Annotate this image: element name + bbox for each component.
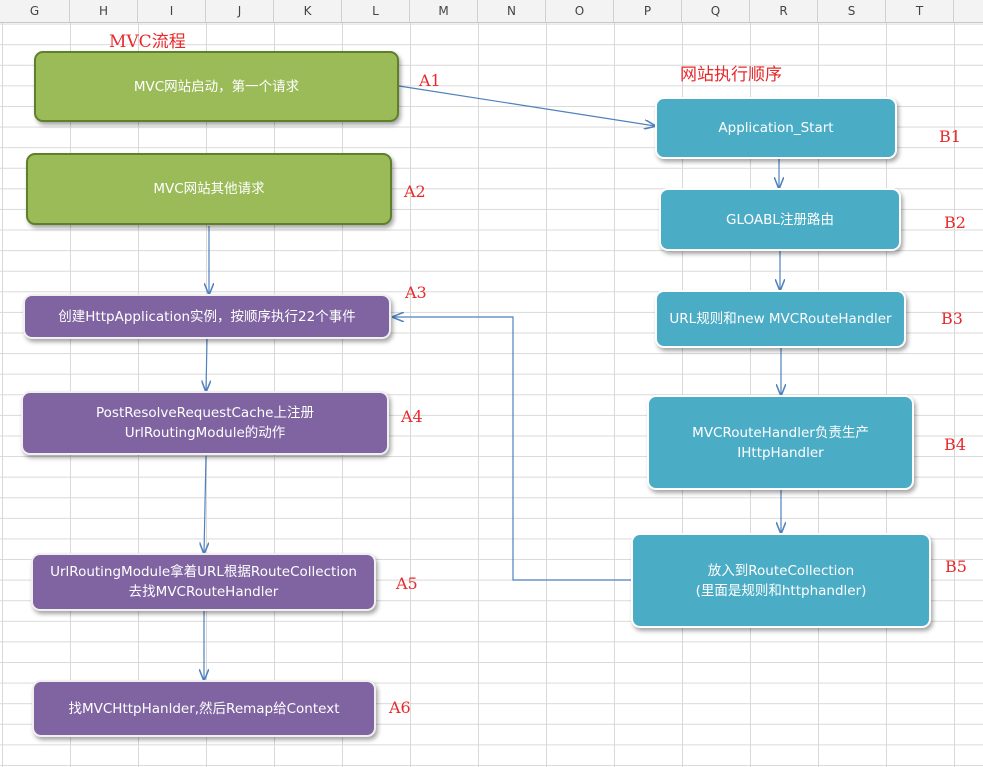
label-b5: B5	[945, 557, 967, 576]
node-a3[interactable]: 创建HttpApplication实例，按顺序执行22个事件	[23, 294, 391, 339]
node-a4[interactable]: PostResolveRequestCache上注册 UrlRoutingMod…	[21, 391, 389, 455]
label-b4: B4	[944, 435, 966, 454]
column-header[interactable]: G	[0, 0, 70, 22]
label-a4: A4	[401, 407, 423, 426]
right-title: 网站执行顺序	[680, 65, 782, 85]
node-b4[interactable]: MVCRouteHandler负责生产 IHttpHandler	[647, 395, 914, 490]
node-b4-line2: IHttpHandler	[737, 444, 824, 461]
node-b5-line2: (里面是规则和httphandler)	[695, 582, 867, 599]
node-b5[interactable]: 放入到RouteCollection (里面是规则和httphandler)	[631, 533, 931, 628]
node-b5-line1: 放入到RouteCollection	[707, 562, 855, 579]
label-a1: A1	[419, 71, 441, 90]
node-a5[interactable]: UrlRoutingModule拿着URL根据RouteCollection 去…	[31, 553, 376, 611]
node-a2-text: MVC网站其他请求	[153, 181, 265, 197]
column-header[interactable]: R	[750, 0, 818, 22]
arrow-a1-b1	[398, 85, 655, 126]
node-a1-text: MVC网站启动，第一个请求	[133, 78, 300, 95]
column-headers: G H I J K L M N O P Q R S T	[0, 0, 983, 23]
column-header[interactable]: I	[138, 0, 206, 22]
node-b4-content: MVCRouteHandler负责生产 IHttpHandler	[692, 423, 869, 463]
node-a2[interactable]: MVC网站其他请求	[26, 153, 392, 225]
node-b3[interactable]: URL规则和new MVCRouteHandler	[655, 290, 906, 348]
node-a1[interactable]: MVC网站启动，第一个请求	[34, 51, 399, 122]
column-header[interactable]: Q	[682, 0, 750, 22]
node-a4-line2: UrlRoutingModule的动作	[124, 425, 286, 441]
arrow-a4-a5	[204, 455, 206, 553]
arrow-a3-a4	[206, 338, 207, 391]
node-a3-text: 创建HttpApplication实例，按顺序执行22个事件	[58, 308, 356, 325]
label-a3: A3	[405, 283, 427, 302]
left-title: MVC流程	[109, 32, 186, 52]
label-a5: A5	[396, 574, 418, 593]
column-header[interactable]: K	[274, 0, 342, 22]
node-a4-line1: PostResolveRequestCache上注册	[96, 405, 314, 421]
node-a6-text: 找MVCHttpHanlder,然后Remap给Context	[68, 700, 340, 717]
column-header[interactable]: O	[546, 0, 614, 22]
node-b5-content: 放入到RouteCollection (里面是规则和httphandler)	[696, 561, 867, 601]
column-header[interactable]: S	[818, 0, 886, 22]
column-header[interactable]: L	[342, 0, 410, 22]
column-header[interactable]: H	[70, 0, 138, 22]
column-header[interactable]: N	[478, 0, 546, 22]
label-a2: A2	[404, 182, 426, 201]
label-a6: A6	[389, 698, 411, 717]
column-header[interactable]: M	[410, 0, 478, 22]
label-b1: B1	[939, 127, 961, 146]
column-header[interactable]: P	[614, 0, 682, 22]
label-b2: B2	[944, 213, 966, 232]
node-a6[interactable]: 找MVCHttpHanlder,然后Remap给Context	[32, 680, 376, 737]
node-b1[interactable]: Application_Start	[655, 97, 897, 159]
node-a4-content: PostResolveRequestCache上注册 UrlRoutingMod…	[96, 403, 314, 443]
node-b2[interactable]: GLOABL注册路由	[659, 188, 901, 251]
node-b3-text: URL规则和new MVCRouteHandler	[669, 311, 892, 327]
label-b3: B3	[941, 309, 963, 328]
node-a5-content: UrlRoutingModule拿着URL根据RouteCollection 去…	[50, 562, 357, 602]
node-a5-line2: 去找MVCRouteHandler	[128, 584, 279, 600]
node-b4-line1: MVCRouteHandler负责生产	[692, 424, 869, 441]
column-header[interactable]: T	[886, 0, 954, 22]
node-a5-line1: UrlRoutingModule拿着URL根据RouteCollection	[50, 564, 357, 580]
node-b2-text: GLOABL注册路由	[726, 211, 834, 228]
node-b1-text: Application_Start	[718, 120, 834, 136]
column-header[interactable]: J	[206, 0, 274, 22]
arrow-b5-a3	[393, 317, 631, 581]
